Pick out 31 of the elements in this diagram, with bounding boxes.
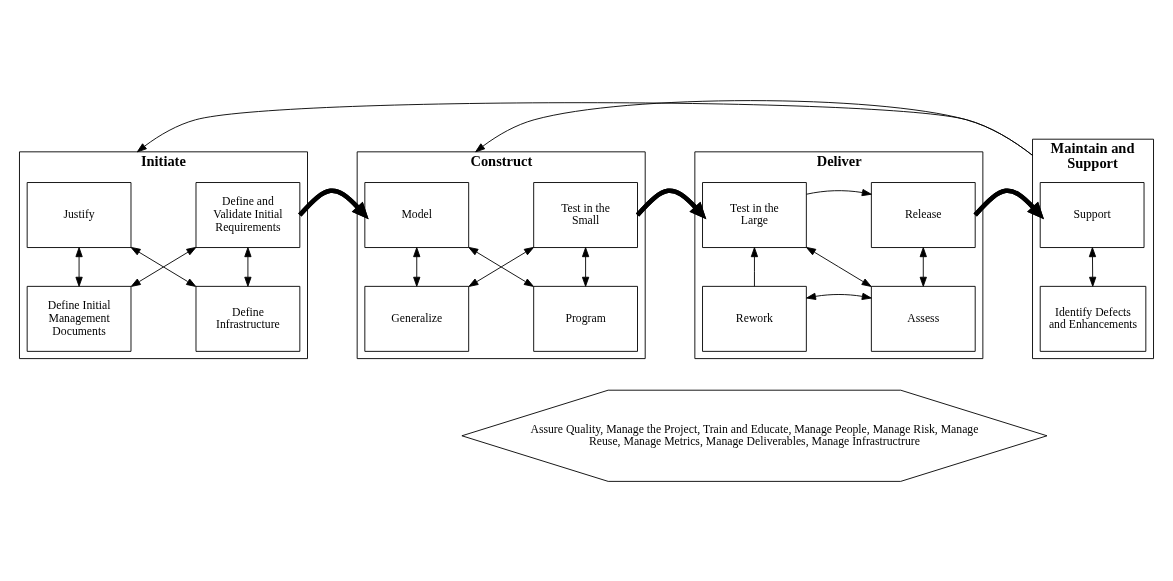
node-box: Support — [1039, 181, 1145, 248]
node-box: Define Infrastructure — [195, 285, 301, 352]
arrow — [582, 246, 590, 287]
arrow — [806, 292, 872, 300]
node-box: Model — [364, 181, 470, 248]
node-box: Assess — [870, 285, 976, 352]
arrow — [413, 246, 421, 287]
arrow — [475, 99, 1033, 156]
node-box: Identify Defects and Enhancements — [1039, 285, 1147, 352]
node-box: Define Initial Management Documents — [26, 285, 132, 352]
node-box: Define and Validate Initial Requirements — [195, 181, 301, 248]
node-box: Release — [870, 181, 976, 248]
arrow — [1088, 246, 1097, 287]
arrow — [136, 101, 1033, 156]
node-box: Justify — [26, 181, 132, 248]
arrow — [468, 246, 534, 287]
arrow — [75, 246, 83, 287]
arrow — [635, 188, 707, 219]
node-box: Test in the Small — [533, 181, 638, 248]
node-box: Generalize — [364, 285, 470, 352]
arrow — [750, 246, 759, 287]
node-box: Rework — [702, 285, 807, 352]
arrow — [130, 246, 197, 287]
node-box: Test in the Large — [702, 181, 807, 248]
arrow — [806, 246, 872, 287]
arrow — [244, 246, 252, 287]
arrow — [806, 188, 872, 196]
arrow — [298, 188, 369, 219]
arrow — [919, 246, 927, 287]
arrow — [973, 188, 1044, 219]
node-box: Program — [533, 285, 638, 352]
